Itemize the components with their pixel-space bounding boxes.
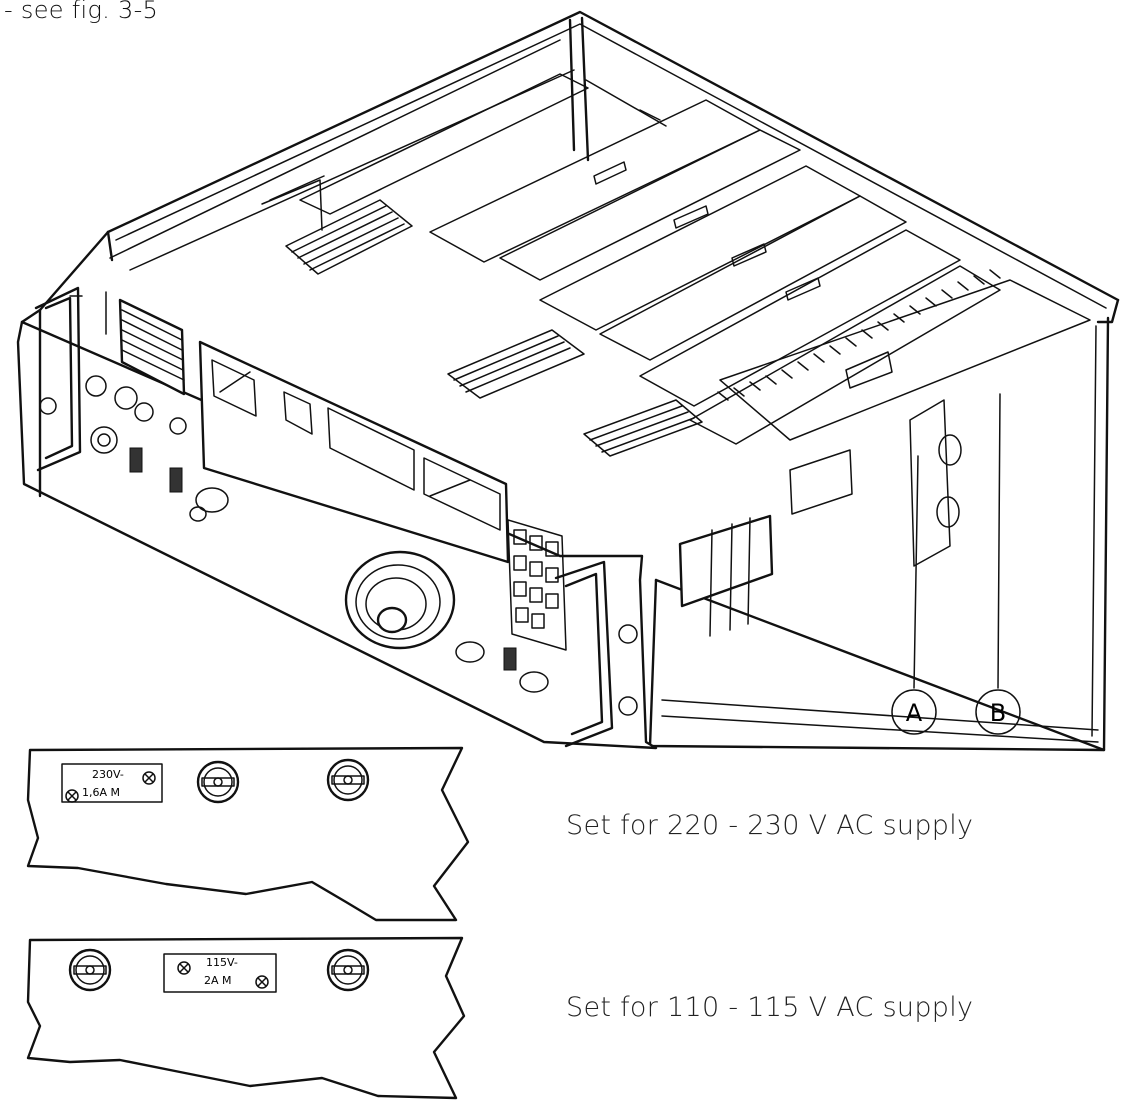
fuse-panel-230v: 230V- 1,6A M: [26, 746, 470, 922]
callout-a: A: [891, 689, 937, 735]
cross-screw-icon: [255, 975, 269, 989]
side-panel: [678, 399, 962, 637]
fuse-label-230v-line2: 1,6A M: [82, 786, 120, 799]
tuning-knob: [344, 550, 549, 693]
voltage-selector-knob-icon: [68, 948, 112, 992]
voltage-selector-knob-icon: [326, 758, 370, 802]
display-windows: [198, 340, 510, 564]
cross-screw-icon: [65, 789, 79, 803]
voltage-selector-knob-icon: [196, 760, 240, 804]
figure-reference-note: - see fig. 3-5: [4, 0, 159, 24]
fuse-panel-115v: 115V- 2A M: [26, 936, 466, 1100]
speaker-grille: [118, 298, 186, 396]
caption-230v-setting: Set for 220 - 230 V AC supply: [566, 810, 974, 841]
callout-a-leader: [913, 455, 919, 689]
voltage-selector-knob-icon: [326, 948, 370, 992]
callout-b: B: [975, 689, 1021, 735]
right-handle: [554, 560, 638, 748]
front-controls-left: [85, 375, 229, 522]
fuse-label-115v-line2: 2A M: [204, 974, 232, 987]
fuse-label-230v-line1: 230V-: [92, 768, 124, 781]
ribbon-cables: [261, 175, 703, 457]
caption-115v-setting: Set for 110 - 115 V AC supply: [566, 992, 974, 1023]
cross-screw-icon: [142, 771, 156, 785]
callout-b-leader: [997, 393, 1001, 689]
cross-screw-icon: [177, 961, 191, 975]
fuse-label-115v-line1: 115V-: [206, 956, 238, 969]
callout-a-label: A: [906, 699, 923, 727]
keypad: [503, 519, 567, 671]
callout-b-label: B: [990, 699, 1006, 727]
left-handle: [34, 286, 82, 472]
internal-modules: [109, 39, 1091, 445]
